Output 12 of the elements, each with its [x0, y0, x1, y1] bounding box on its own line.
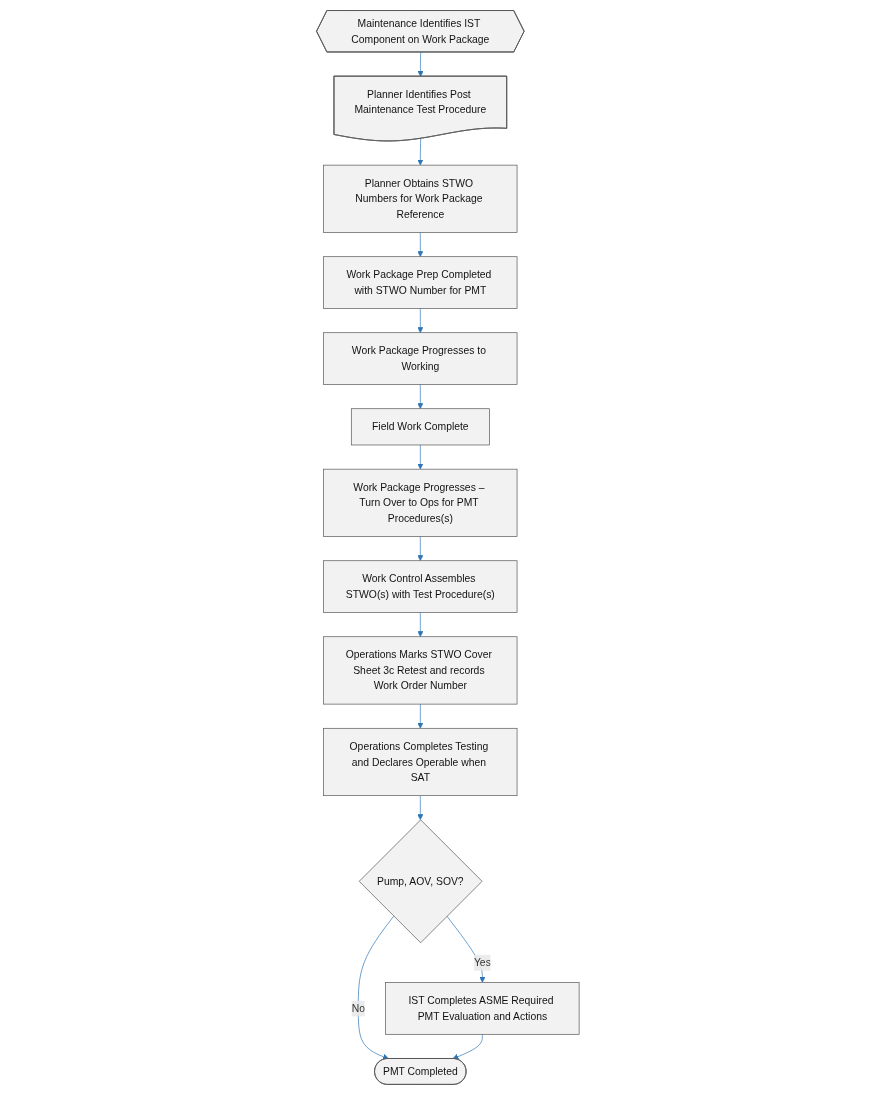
node-box: Work Control Assembles STWO(s) with Test Procedure(s) — [323, 560, 518, 613]
node-box: Work Package Prep Completed with STWO Number for PMT — [323, 256, 518, 309]
node-box: Work Package Progresses – Turn Over to Ops for PMT Procedures(s) — [323, 468, 518, 537]
node-box: Operations Completes Testing and Declares Operable when SAT — [323, 728, 518, 797]
edge-label: Yes — [474, 956, 491, 969]
node-diamond: Pump, AOV, SOV? — [359, 819, 483, 944]
node-box: Operations Marks STWO Cover Sheet 3c Retest and records Work Order Number — [323, 636, 518, 705]
node-box: IST Completes ASME Required PMT Evaluation and Actions — [385, 982, 580, 1035]
node-box: Work Package Progresses to Working — [323, 332, 518, 385]
edge-label: No — [351, 1002, 366, 1014]
node-box: Field Work Complete — [351, 408, 490, 446]
node-box: Planner Obtains STWO Numbers for Work Package Reference — [323, 164, 518, 233]
